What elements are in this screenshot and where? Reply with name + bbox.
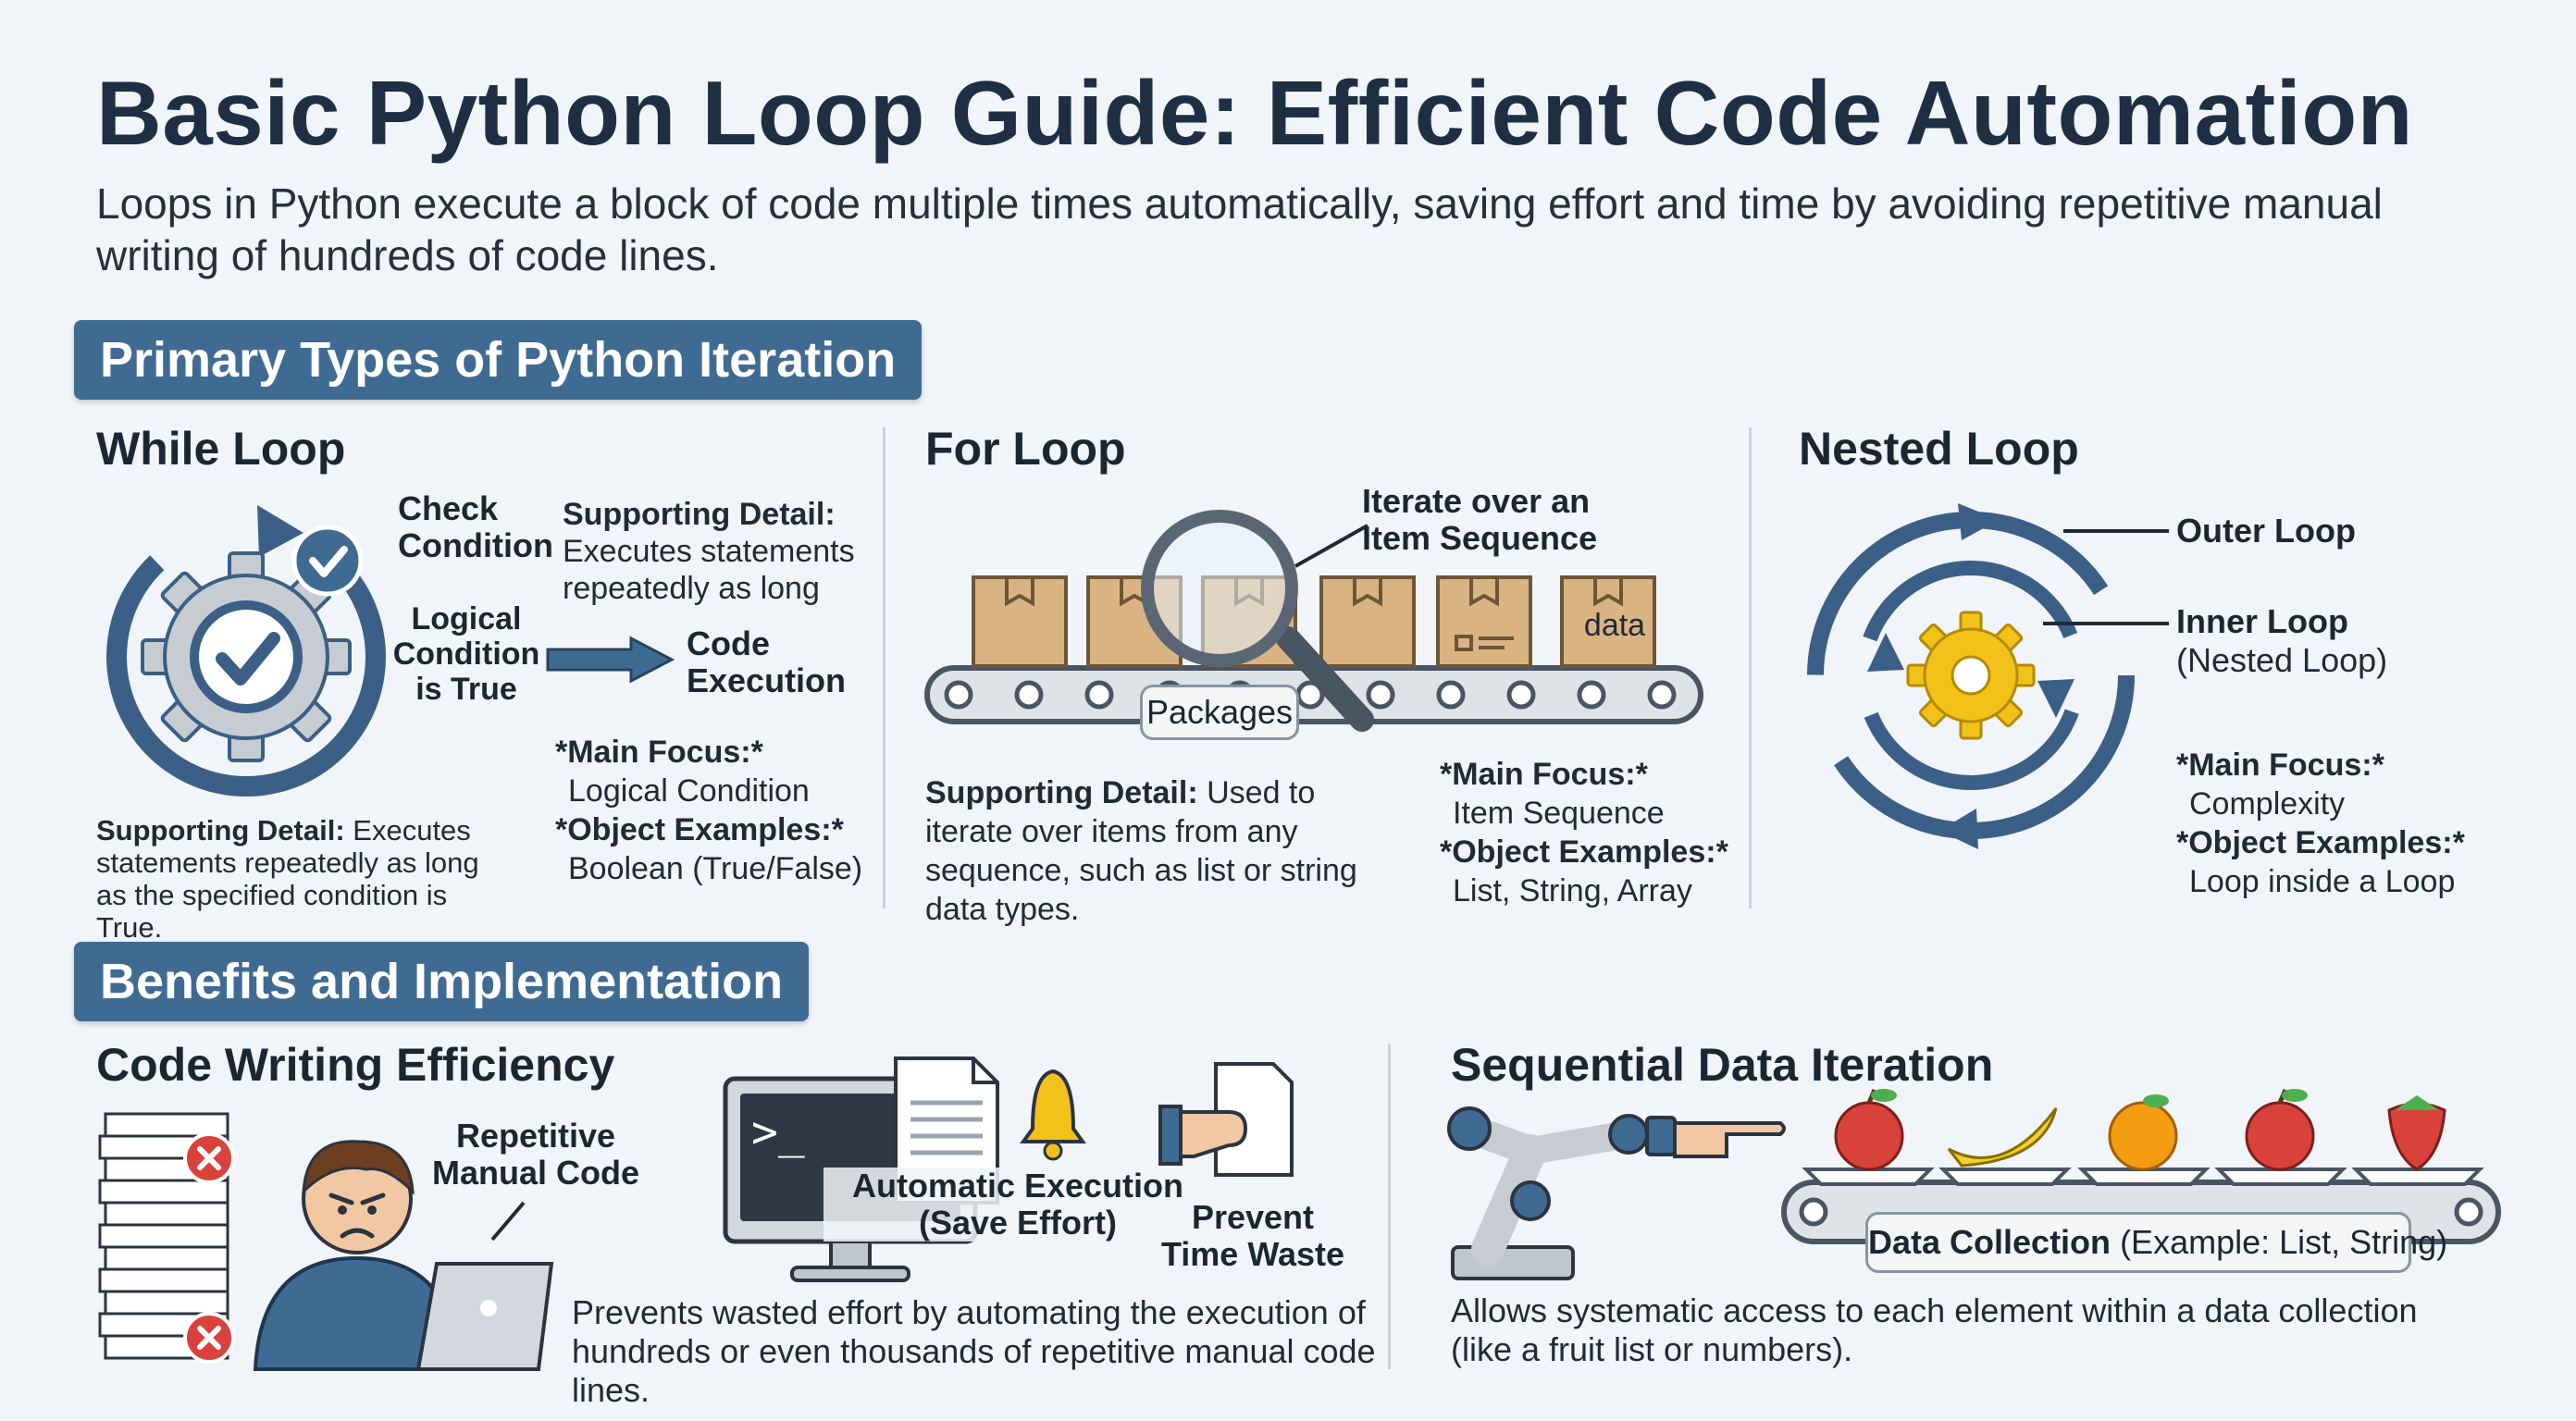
for-focus-block: *Main Focus:* Item Sequence *Object Exam… xyxy=(1440,757,1728,908)
column-divider xyxy=(883,427,886,908)
nested-loop-cycle-icon xyxy=(1807,503,2169,849)
prevent-time-waste-label: Prevent Time Waste xyxy=(1160,1198,1345,1273)
auto-execution-label: Automatic Execution (Save Effort) xyxy=(824,1168,1212,1242)
nested-focus-block: *Main Focus:* Complexity *Object Example… xyxy=(2176,748,2465,899)
check-condition-label: Check Condition xyxy=(398,489,553,564)
frustrated-coder-illustration xyxy=(98,1112,554,1371)
while-side-detail: Supporting Detail: Executes statements r… xyxy=(563,497,855,606)
sequential-title: Sequential Data Iteration xyxy=(1451,1039,1994,1091)
data-collection-label: Data Collection (Example: List, String) xyxy=(1865,1212,2447,1273)
sequential-detail: Allows systematic access to each element… xyxy=(1451,1291,2418,1368)
conveyor-illustration xyxy=(924,510,1703,732)
nested-loop-title: Nested Loop xyxy=(1799,423,2079,475)
inner-loop-sub-label: (Nested Loop) xyxy=(2176,641,2388,679)
code-execution-label: Code Execution xyxy=(687,624,847,699)
column-divider xyxy=(1749,427,1752,908)
intro-text: Loops in Python execute a block of code … xyxy=(96,179,2383,279)
logical-condition-label: Logical Condition is True xyxy=(392,601,540,707)
section-banner-types: Primary Types of Python Iteration xyxy=(74,320,923,400)
repetitive-code-label: Repetitive Manual Code xyxy=(431,1117,639,1192)
page-title: Basic Python Loop Guide: Efficient Code … xyxy=(96,62,2414,164)
box-data-label: data xyxy=(1583,608,1646,643)
while-loop-title: While Loop xyxy=(96,423,346,475)
inner-loop-label: Inner Loop xyxy=(2176,602,2348,640)
right-arrow-icon xyxy=(546,636,675,684)
efficiency-title: Code Writing Efficiency xyxy=(96,1039,615,1091)
while-loop-cycle-icon xyxy=(106,505,386,797)
terminal-prompt-text: >_ xyxy=(751,1106,805,1158)
while-supporting-detail: Supporting Detail: Executes statements r… xyxy=(96,814,479,944)
for-supporting-detail: Supporting Detail: Used to iterate over … xyxy=(925,775,1357,927)
efficiency-detail: Prevents wasted effort by automating the… xyxy=(572,1293,1376,1409)
outer-loop-label: Outer Loop xyxy=(2176,512,2356,550)
packages-label: Packages xyxy=(1140,685,1299,740)
section-banner-benefits: Benefits and Implementation xyxy=(74,942,810,1021)
iterate-sequence-label: Iterate over an Item Sequence xyxy=(1362,482,1598,557)
while-focus-block: *Main Focus:* Logical Condition *Object … xyxy=(555,735,863,886)
column-divider xyxy=(1388,1044,1391,1369)
for-loop-title: For Loop xyxy=(925,423,1126,475)
